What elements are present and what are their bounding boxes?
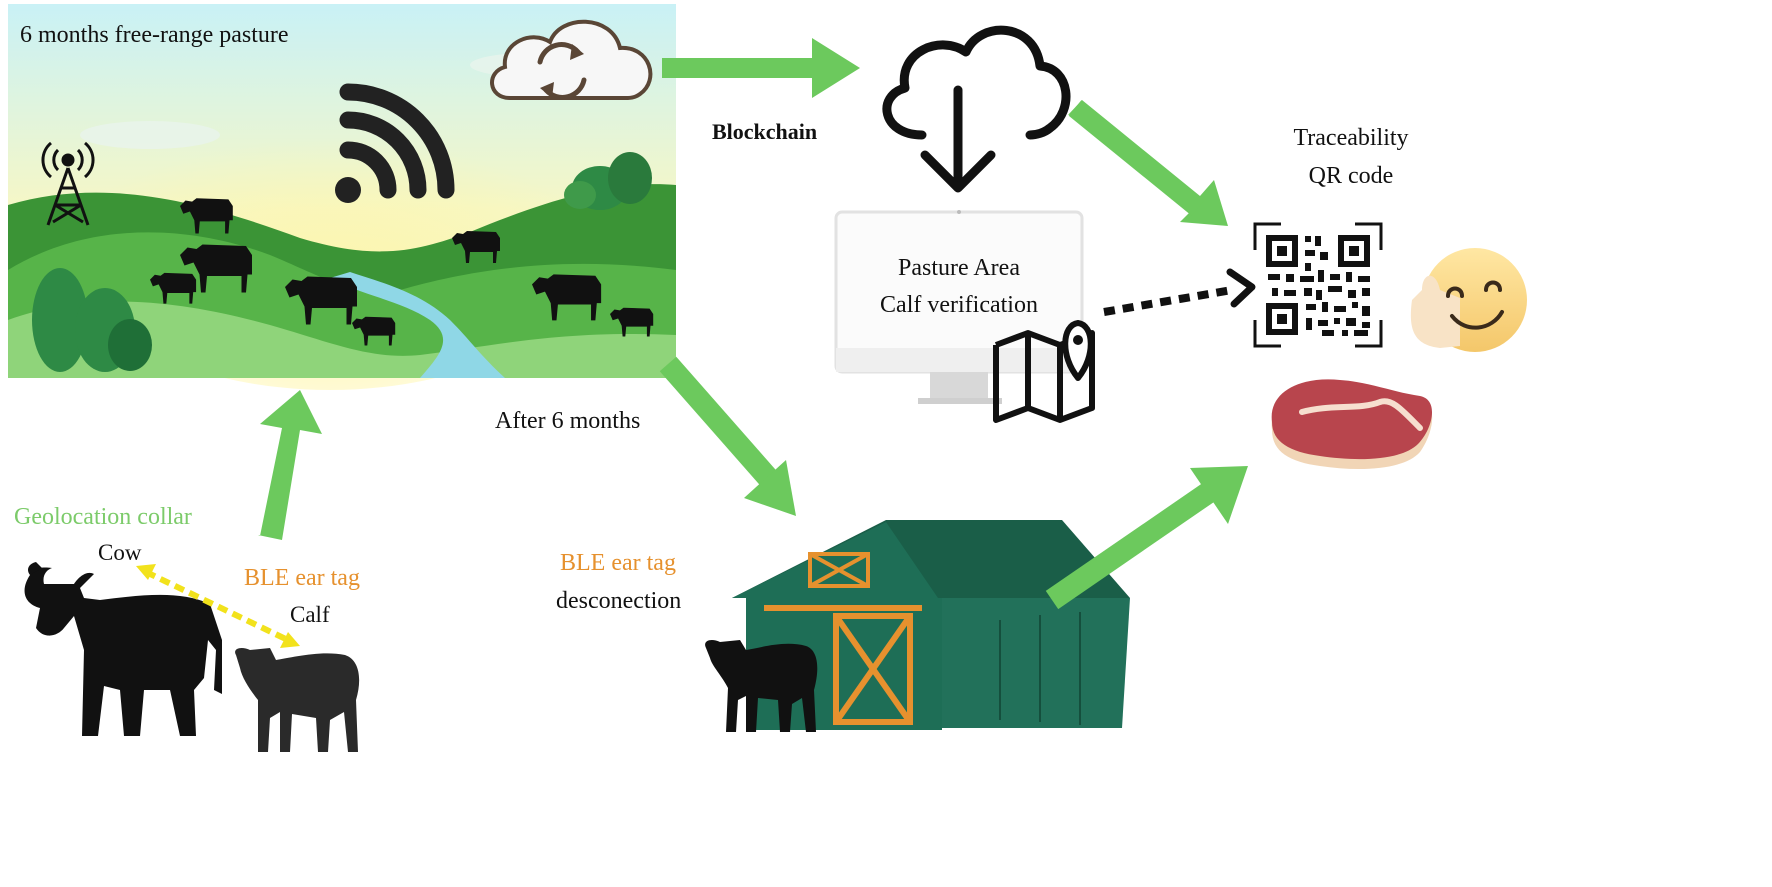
smiley-face-icon bbox=[1410, 248, 1527, 352]
arrow-to-barn bbox=[659, 356, 796, 516]
dotted-arrow-to-qr bbox=[1103, 268, 1256, 316]
arrow-to-pasture bbox=[258, 390, 322, 540]
arrow-to-qr bbox=[1068, 100, 1228, 226]
radio-tower-icon bbox=[41, 141, 95, 226]
pasture-title: 6 months free-range pasture bbox=[20, 22, 289, 48]
traceability-label-line2: QR code bbox=[1309, 163, 1394, 189]
dashed-link-cow-calf bbox=[136, 564, 300, 648]
steak-icon bbox=[1271, 379, 1433, 470]
wifi-icon bbox=[335, 83, 455, 203]
cow-silhouette bbox=[285, 276, 357, 325]
arrow-to-product bbox=[1045, 466, 1248, 610]
cow-silhouette bbox=[180, 244, 252, 293]
blockchain-label: Blockchain bbox=[712, 119, 817, 144]
map-pin-icon bbox=[993, 320, 1095, 423]
disconnection-label: desconection bbox=[556, 588, 681, 614]
cow-label: Cow bbox=[98, 540, 142, 565]
geolocation-collar-label: Geolocation collar bbox=[14, 504, 192, 530]
cloud-download-icon bbox=[882, 25, 1071, 193]
cow-silhouette bbox=[180, 198, 233, 234]
ble-ear-tag-label: BLE ear tag bbox=[244, 565, 360, 591]
calf-label: Calf bbox=[290, 602, 330, 627]
arrow-to-blockchain bbox=[662, 38, 860, 98]
ble-ear-tag-barn-label: BLE ear tag bbox=[560, 550, 676, 576]
calf-silhouette bbox=[150, 272, 197, 304]
cow-silhouette bbox=[532, 274, 602, 321]
cow-silhouette bbox=[24, 562, 223, 736]
cloud-sync-icon bbox=[490, 19, 653, 100]
monitor-label-line2: Calf verification bbox=[880, 292, 1038, 318]
bushes bbox=[32, 152, 652, 372]
monitor-label-line1: Pasture Area bbox=[898, 255, 1020, 281]
cow-silhouette bbox=[452, 231, 500, 263]
monitor-verification: Pasture Area Calf verification bbox=[834, 210, 1084, 404]
calf-silhouette bbox=[610, 307, 654, 337]
qr-code-icon bbox=[1253, 222, 1383, 348]
calf-silhouette bbox=[352, 316, 396, 346]
calf-silhouette bbox=[235, 647, 360, 752]
traceability-label-line1: Traceability bbox=[1293, 125, 1408, 151]
after-months-label: After 6 months bbox=[495, 408, 640, 434]
pasture-cattle bbox=[150, 198, 654, 346]
calf-silhouette bbox=[705, 640, 818, 732]
